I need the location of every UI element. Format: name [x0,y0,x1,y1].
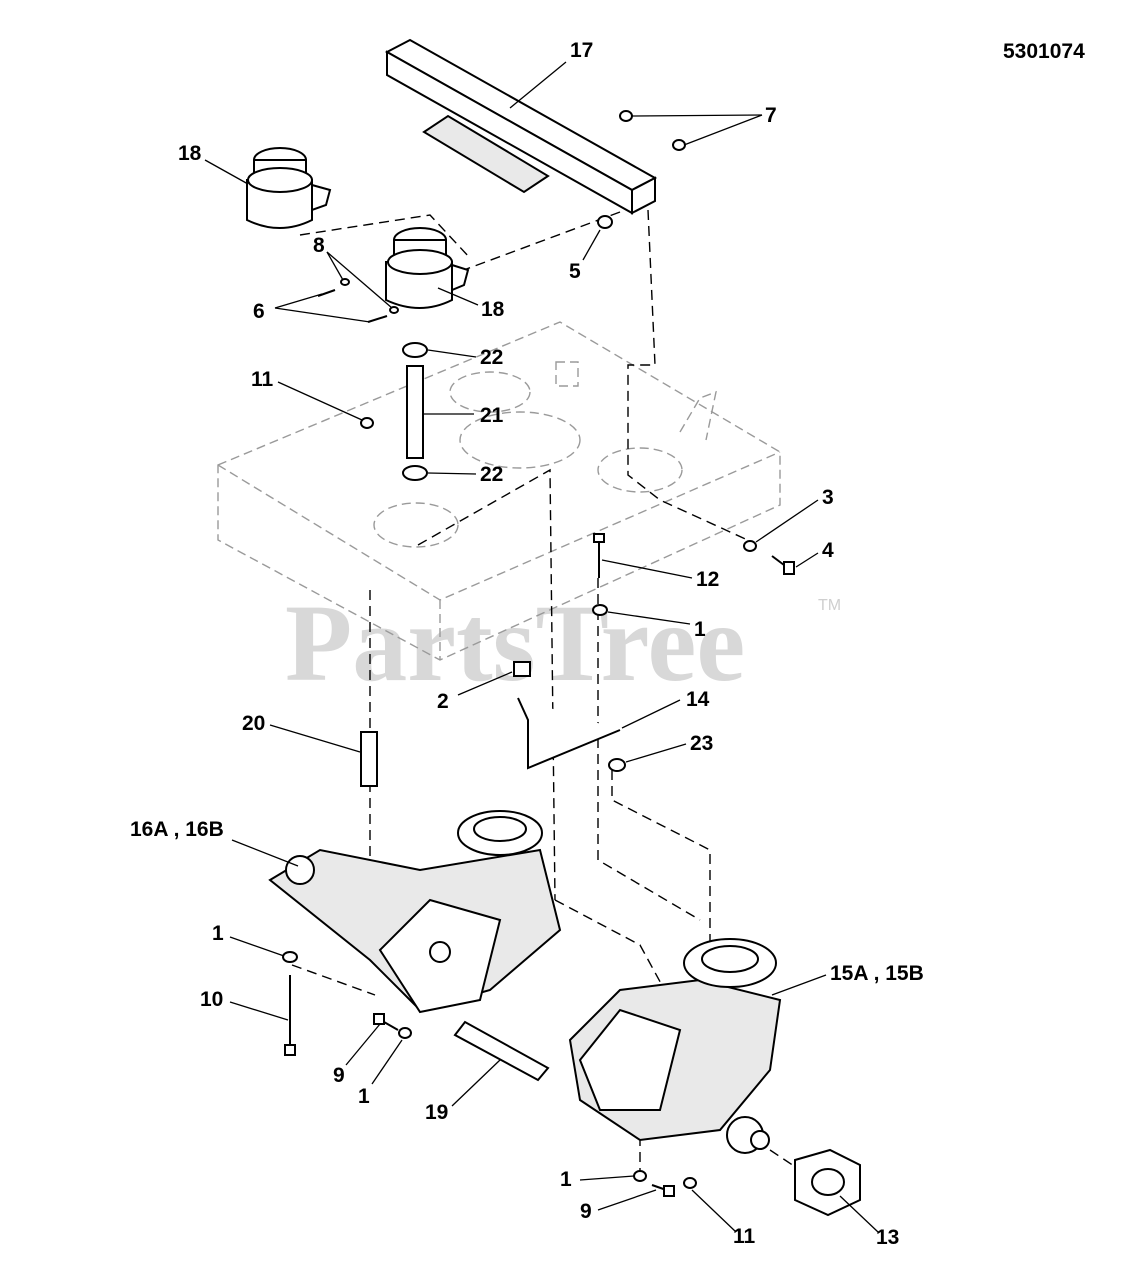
part-2-bushing [513,661,531,677]
part-10-bolt [284,975,296,1056]
callout-19: 19 [425,1101,448,1124]
callout-6: 6 [253,300,265,323]
callouts: 17 7 18 8 5 6 18 22 11 21 22 3 4 12 1 2 … [130,39,924,1249]
part-20-tube [360,731,378,787]
part-9-bolt-b [651,1184,675,1197]
leader-lines [204,61,879,1233]
callout-18-upper: 18 [178,142,202,165]
callout-21: 21 [480,404,504,427]
callout-1-c: 1 [358,1085,370,1108]
part-5-nut [597,215,613,229]
callout-10: 10 [200,988,223,1011]
part-22-clamp-upper [402,342,428,358]
callout-9-b: 9 [580,1200,592,1223]
callout-22-upper: 22 [480,346,503,369]
part-1-washer-d [633,1170,647,1182]
part-16-transaxle-left [268,810,562,1014]
part-18-reservoir-upper [246,147,332,229]
part-3-washer [743,540,757,552]
part-1-washer-a [592,604,608,616]
callout-5: 5 [569,260,581,283]
callout-3: 3 [822,486,834,509]
part-1-washer-c [398,1027,412,1039]
part-11-clip-lower [683,1177,697,1189]
part-7-nuts [619,110,686,151]
part-21-hose [406,365,424,459]
part-1-washer-b [282,951,298,963]
callout-4: 4 [822,539,834,562]
part-23-spacer [608,758,626,772]
callout-20: 20 [242,712,265,735]
part-22-clamp-lower [402,465,428,481]
callout-2: 2 [437,690,449,713]
callout-23: 23 [690,732,713,755]
callout-14: 14 [686,688,710,711]
part-11-clip-upper [360,417,374,429]
callout-15a-15b: 15A , 15B [830,962,924,985]
part-4-bolt [771,555,795,575]
callout-13: 13 [876,1226,899,1249]
part-17-cross-bar [384,38,658,215]
callout-12: 12 [696,568,719,591]
callout-7: 7 [765,104,777,127]
callout-22-lower: 22 [480,463,503,486]
callout-11-lower: 11 [733,1225,756,1248]
part-9-bolt-a [373,1013,399,1031]
callout-9-a: 9 [333,1064,345,1087]
document-number: 5301074 [1003,40,1085,63]
part-15-transaxle-right [568,938,782,1154]
callout-16a-16b: 16A , 16B [130,818,224,841]
callout-1-a: 1 [694,618,706,641]
watermark-text: PartsTree [285,582,745,704]
callout-18-lower: 18 [481,298,505,321]
part-18-reservoir-lower [385,227,470,309]
part-12-bolt [593,533,605,578]
chassis-frame [217,321,781,661]
callout-8: 8 [313,234,325,257]
part-14-rod [517,697,621,770]
watermark-trademark: TM [818,597,841,614]
part-19-tube [453,1020,550,1082]
callout-1-d: 1 [560,1168,572,1191]
callout-1-b: 1 [212,922,224,945]
callout-11-upper: 11 [251,368,274,391]
callout-17: 17 [570,39,593,62]
